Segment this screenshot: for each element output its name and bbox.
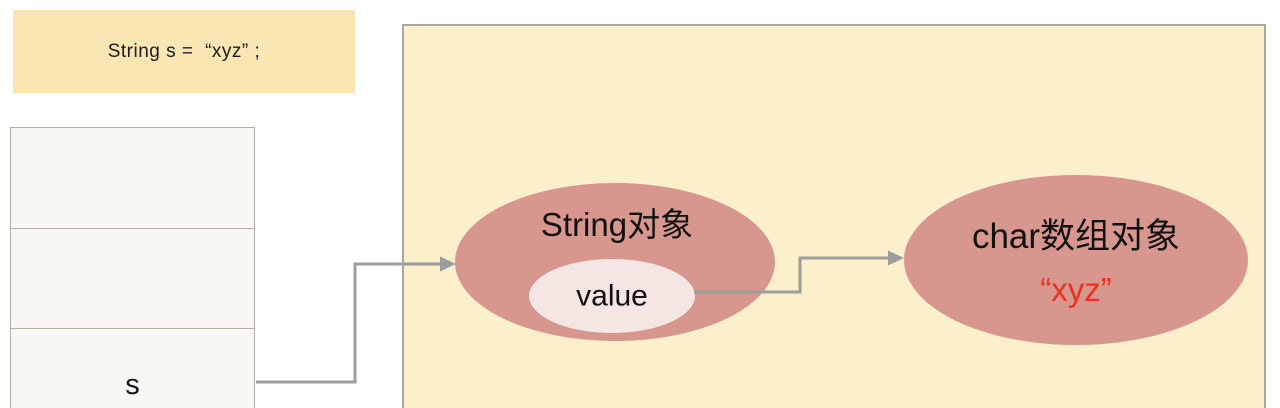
stack-variable-s-label: s [125, 368, 140, 401]
code-text: String s = “xyz” ; [107, 40, 261, 62]
stack-cell-2 [11, 228, 254, 328]
stack-table: s [10, 127, 255, 408]
string-object-label: String对象 [540, 205, 694, 243]
stack-cell-1 [11, 128, 254, 228]
value-field-label: value [576, 279, 648, 313]
stack-cell-3: s [11, 328, 254, 408]
char-array-object-label: char数组对象 [971, 216, 1181, 256]
char-array-value-text: “xyz” [1040, 270, 1112, 308]
code-snippet-box: String s = “xyz” ; [13, 10, 355, 93]
